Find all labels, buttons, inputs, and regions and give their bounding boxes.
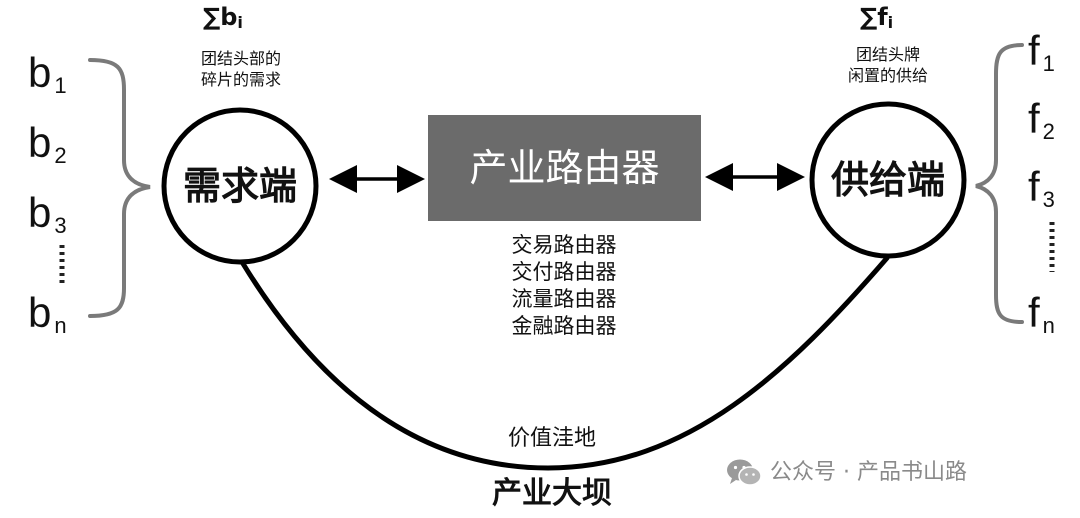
supply-node-circle [809, 101, 967, 259]
industry-dam-label: 产业大坝 [492, 476, 612, 511]
watermark: 公众号 · 产品书山路 [726, 458, 967, 488]
supply-bracket [975, 43, 1024, 324]
router-type-item: 交易路由器 [511, 233, 617, 257]
router-type-list: 交易路由器 交付路由器 流量路由器 金融路由器 [494, 232, 634, 340]
demand-caption: 团结头部的 碎片的需求 [200, 49, 281, 89]
industry-router-box: 产业路由器 [428, 115, 701, 221]
watermark-text: 公众号 · 产品书山路 [770, 460, 967, 485]
value-valley-label: 价值洼地 [508, 426, 597, 451]
supply-sum-title: ∑fi [860, 3, 894, 32]
demand-sum-title: ∑bi [203, 3, 243, 32]
supply-caption: 团结头牌 闲置的供给 [847, 45, 928, 85]
industry-router-label: 产业路由器 [469, 146, 660, 190]
demand-node-label: 需求端 [182, 164, 297, 208]
supply-node-label: 供给端 [830, 158, 945, 202]
wechat-icon [727, 459, 762, 486]
router-type-item: 金融路由器 [511, 314, 617, 338]
demand-node-circle [161, 107, 319, 265]
router-type-item: 流量路由器 [511, 287, 617, 311]
demand-bracket [88, 58, 151, 318]
router-type-item: 交付路由器 [511, 260, 617, 284]
dam-curve [239, 255, 890, 471]
